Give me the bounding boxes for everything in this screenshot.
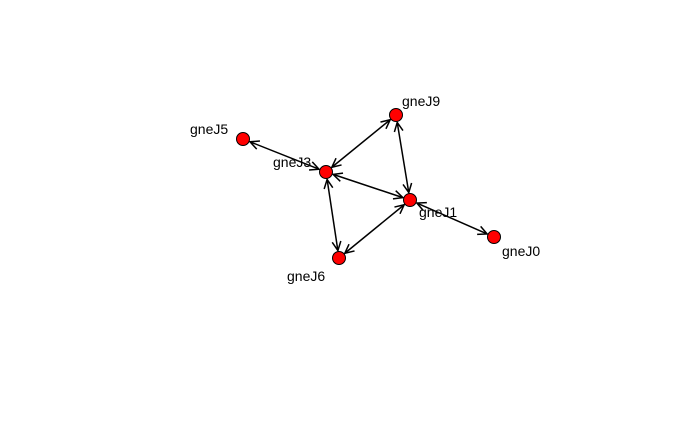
node-label-gneJ5: gneJ5 — [190, 121, 228, 137]
edges-layer — [248, 118, 489, 255]
nodes-layer — [236, 108, 501, 265]
node-label-gneJ0: gneJ0 — [502, 243, 540, 259]
node-label-gneJ9: gneJ9 — [402, 93, 440, 109]
edge-line — [331, 119, 391, 168]
edge-line — [396, 122, 410, 193]
edge-gneJ9-gneJ1 — [393, 120, 413, 195]
arrowhead-icon — [248, 140, 260, 150]
arrowhead-icon — [380, 118, 392, 130]
node-gneJ3 — [319, 165, 333, 179]
edge-gneJ5-gneJ3 — [248, 140, 321, 171]
arrowhead-icon — [323, 177, 334, 190]
arrowhead-icon — [394, 203, 406, 215]
arrowhead-icon — [309, 161, 321, 171]
edge-gneJ3-gneJ1 — [331, 172, 405, 200]
edge-gneJ6-gneJ1 — [343, 203, 406, 255]
node-gneJ6 — [332, 251, 346, 265]
node-gneJ9 — [389, 108, 403, 122]
edge-line — [249, 141, 320, 170]
arrowhead-icon — [415, 201, 427, 212]
edge-line — [326, 179, 339, 251]
edge-line — [416, 202, 488, 235]
edge-line — [332, 173, 404, 199]
node-label-gneJ3: gneJ3 — [273, 154, 311, 170]
node-gneJ1 — [403, 193, 417, 207]
arrowhead-icon — [331, 172, 344, 182]
edge-line — [344, 204, 405, 254]
edge-gneJ1-gneJ0 — [415, 201, 489, 236]
arrowhead-icon — [393, 120, 404, 133]
labels-layer: gneJ0 gneJ1 gneJ3 gneJ5 gneJ6 gneJ9 — [190, 93, 540, 284]
arrowhead-icon — [330, 157, 342, 169]
edge-gneJ3-gneJ9 — [330, 118, 392, 169]
node-label-gneJ1: gneJ1 — [419, 204, 457, 220]
arrowhead-icon — [392, 190, 405, 200]
node-gneJ5 — [236, 132, 250, 146]
arrowhead-icon — [402, 182, 413, 195]
arrowhead-icon — [331, 240, 342, 253]
node-gneJ0 — [487, 230, 501, 244]
arrowhead-icon — [343, 243, 355, 255]
node-label-gneJ6: gneJ6 — [287, 268, 325, 284]
edge-gneJ3-gneJ6 — [323, 177, 342, 253]
arrowhead-icon — [477, 225, 489, 236]
